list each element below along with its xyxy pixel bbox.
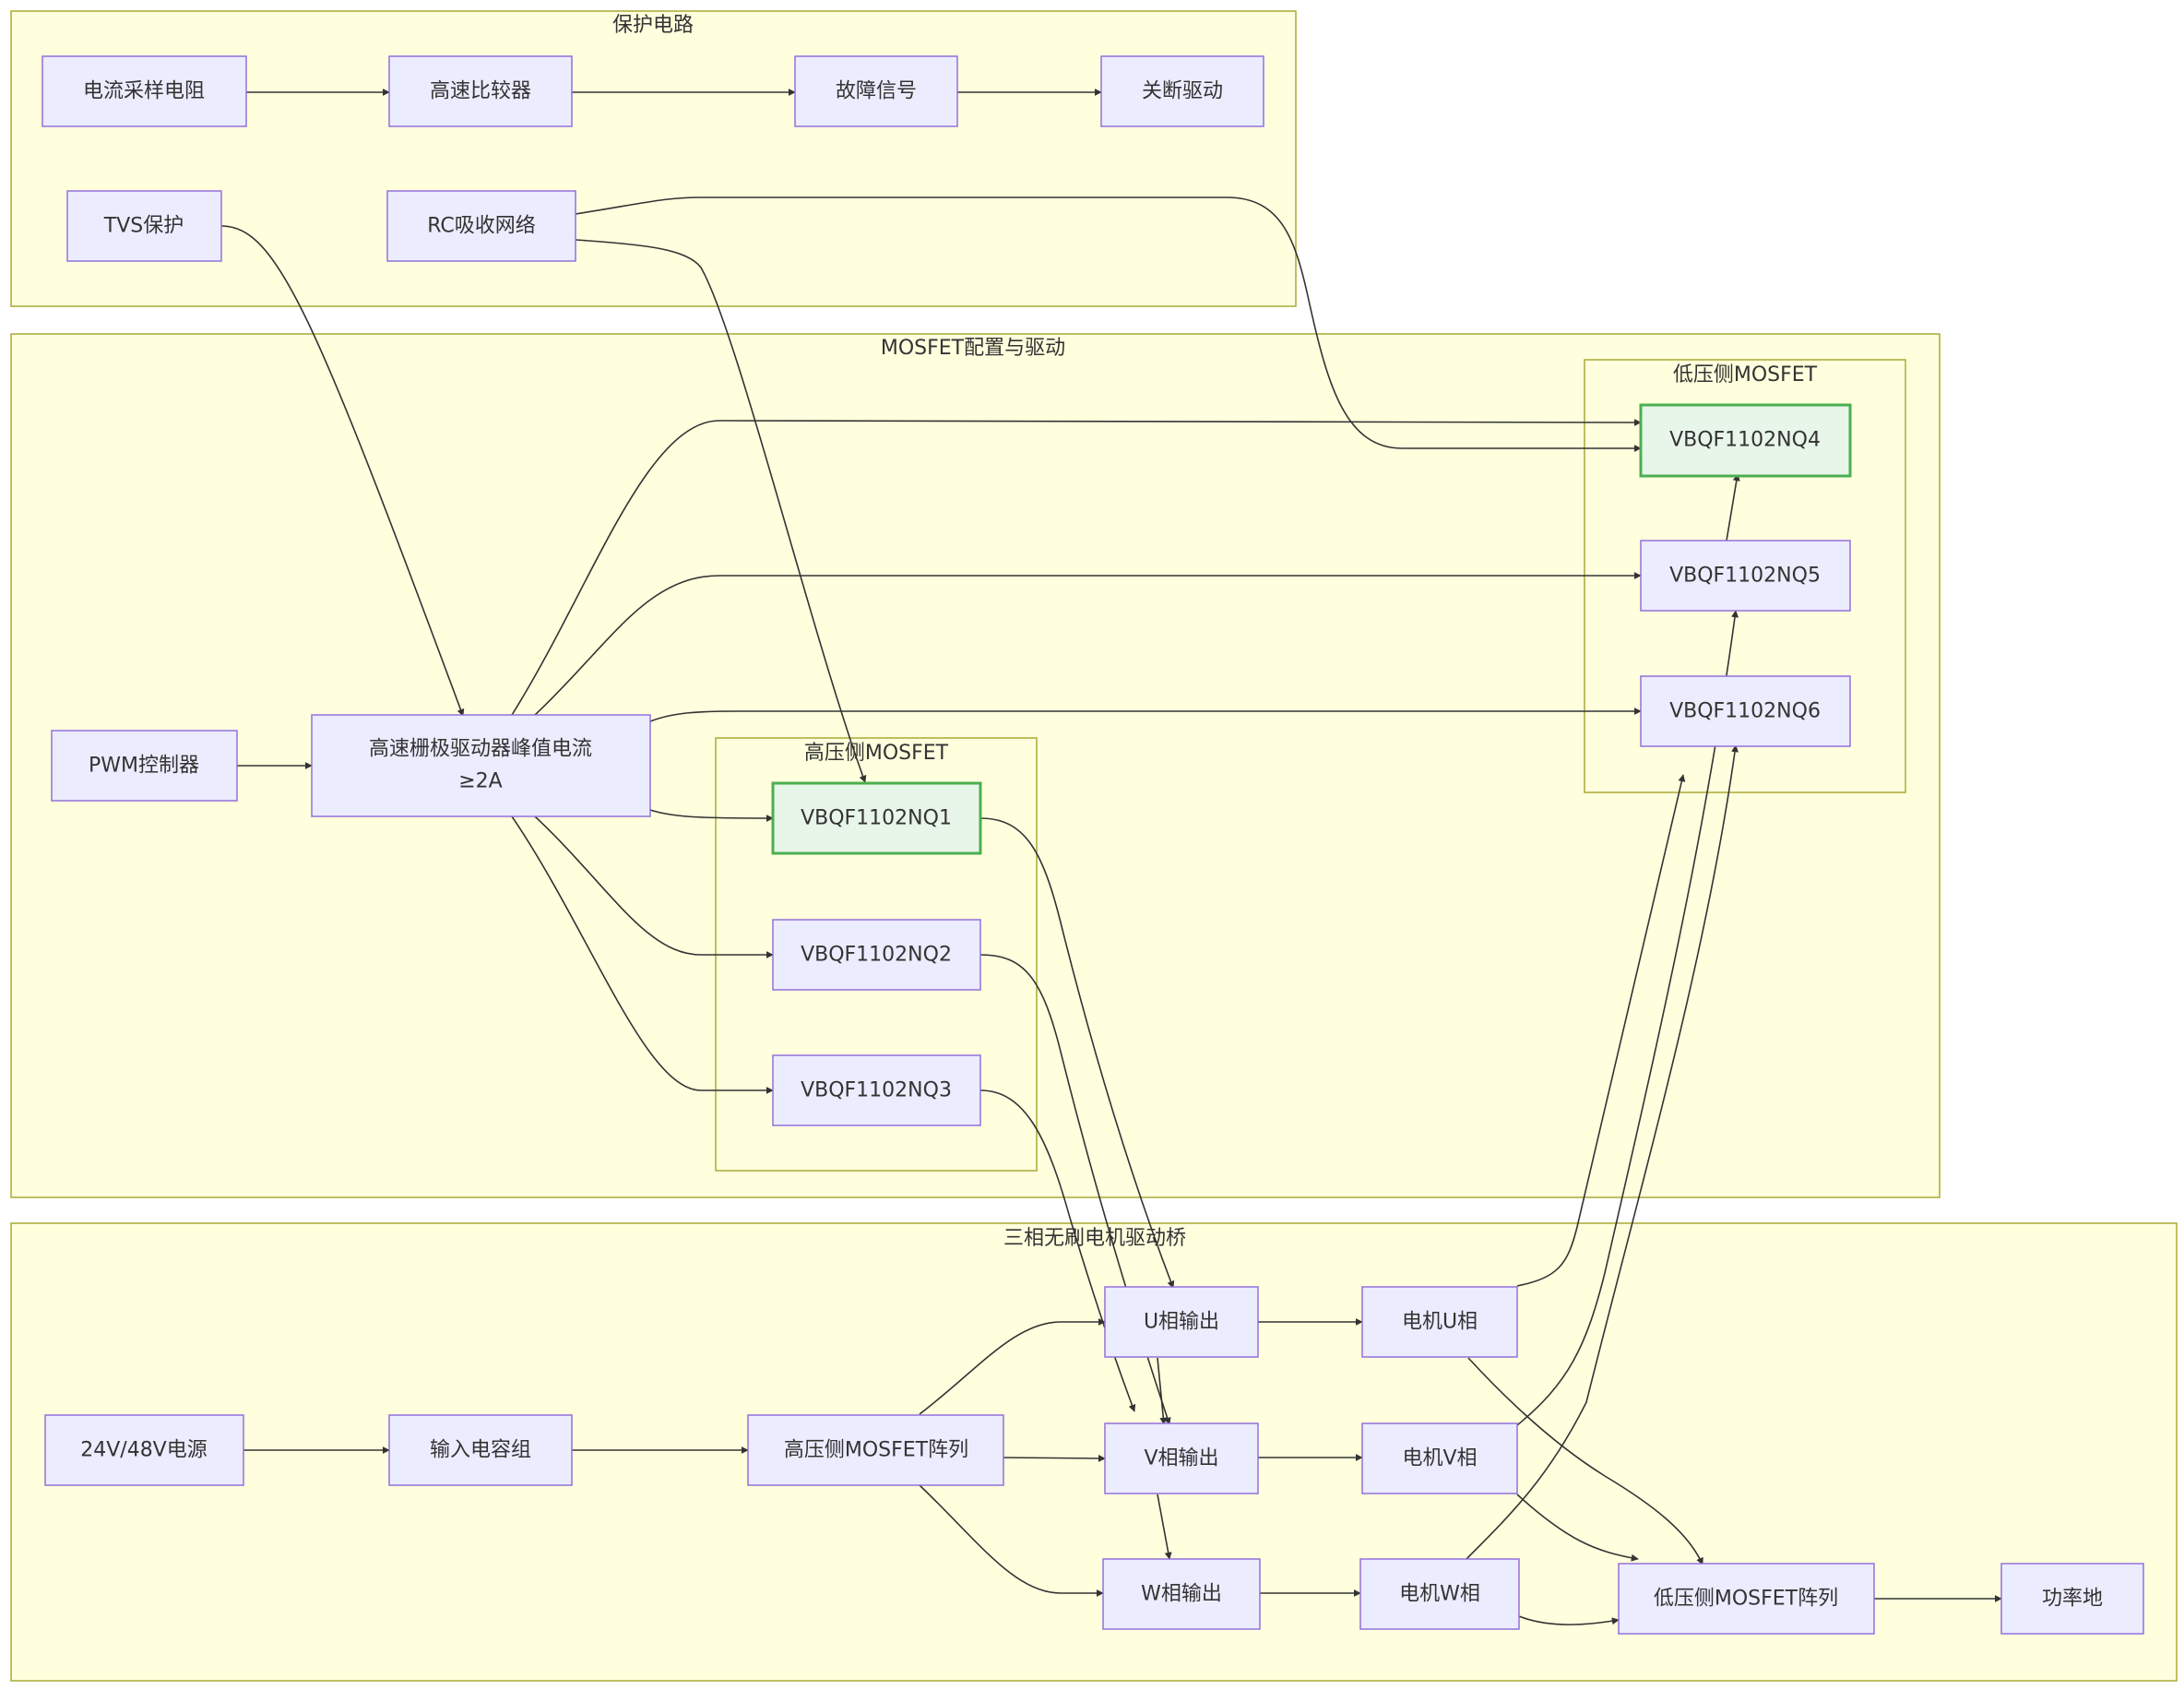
gate-driver-label-line1: 高速栅极驱动器峰值电流 bbox=[369, 738, 592, 761]
edge-hsarray-u bbox=[919, 1318, 1106, 1415]
edge-q5-q4 bbox=[1726, 473, 1740, 542]
gate-driver-node[interactable]: 高速栅极驱动器峰值电流 ≥2A bbox=[311, 714, 651, 817]
w-phase-output-node[interactable]: W相输出 bbox=[1102, 1558, 1261, 1630]
edge-driver-q1 bbox=[649, 809, 774, 822]
edge-rc-q4 bbox=[575, 196, 1642, 452]
w-phase-output-label: W相输出 bbox=[1141, 1583, 1222, 1606]
mosfet-q1-node[interactable]: VBQF1102NQ1 bbox=[771, 781, 982, 855]
power-supply-label: 24V/48V电源 bbox=[80, 1439, 208, 1462]
mosfet-q6-label: VBQF1102NQ6 bbox=[1669, 700, 1821, 723]
mosfet-q4-label: VBQF1102NQ4 bbox=[1669, 429, 1821, 452]
high-side-array-node[interactable]: 高压侧MOSFET阵列 bbox=[747, 1414, 1004, 1486]
edge-q3-w bbox=[979, 1089, 1136, 1412]
edge-v-w bbox=[1157, 1494, 1172, 1560]
edge-motoru-q6 bbox=[1516, 774, 1686, 1287]
edge-hsarray-w bbox=[919, 1484, 1104, 1597]
comparator-node[interactable]: 高速比较器 bbox=[388, 55, 573, 127]
mosfet-q2-label: VBQF1102NQ2 bbox=[801, 944, 952, 967]
mosfet-q1-label: VBQF1102NQ1 bbox=[801, 807, 952, 830]
edge-motorw-lsarray bbox=[1518, 1615, 1620, 1625]
edge-driver-q6 bbox=[649, 708, 1642, 722]
rc-snubber-node[interactable]: RC吸收网络 bbox=[386, 190, 576, 262]
gate-driver-label-line2: ≥2A bbox=[458, 770, 502, 793]
shunt-resistor-node[interactable]: 电流采样电阻 bbox=[42, 55, 247, 127]
shutdown-drive-label: 关断驱动 bbox=[1142, 80, 1223, 103]
power-ground-node[interactable]: 功率地 bbox=[2000, 1563, 2144, 1635]
edge-motoru-lsarray bbox=[1467, 1357, 1703, 1565]
rc-snubber-label: RC吸收网络 bbox=[427, 215, 536, 238]
mosfet-q5-node[interactable]: VBQF1102NQ5 bbox=[1640, 540, 1851, 612]
cluster-low-side-title: 低压侧MOSFET bbox=[1673, 363, 1818, 387]
v-phase-output-label: V相输出 bbox=[1144, 1447, 1218, 1470]
cluster-bridge-title: 三相无刷电机驱动桥 bbox=[1003, 1227, 1186, 1250]
mosfet-q5-label: VBQF1102NQ5 bbox=[1669, 565, 1821, 588]
u-phase-output-node[interactable]: U相输出 bbox=[1104, 1286, 1259, 1358]
fault-signal-node[interactable]: 故障信号 bbox=[794, 55, 958, 127]
edge-driver-q3 bbox=[511, 815, 774, 1094]
high-side-array-label: 高压侧MOSFET阵列 bbox=[784, 1439, 968, 1462]
motor-w-phase-label: 电机W相 bbox=[1399, 1583, 1480, 1606]
edge-rc-q1 bbox=[575, 239, 867, 783]
mosfet-q2-node[interactable]: VBQF1102NQ2 bbox=[772, 919, 981, 991]
edge-motorw-q6 bbox=[1466, 744, 1739, 1560]
cluster-high-side-title: 高压侧MOSFET bbox=[804, 742, 949, 765]
motor-u-phase-node[interactable]: 电机U相 bbox=[1361, 1286, 1518, 1358]
edge-driver-q5 bbox=[534, 572, 1642, 716]
mosfet-q6-node[interactable]: VBQF1102NQ6 bbox=[1640, 675, 1851, 747]
pwm-controller-label: PWM控制器 bbox=[89, 755, 199, 778]
power-ground-label: 功率地 bbox=[2042, 1588, 2103, 1611]
cluster-protection-title: 保护电路 bbox=[612, 14, 694, 37]
low-side-array-node[interactable]: 低压侧MOSFET阵列 bbox=[1618, 1563, 1875, 1635]
input-caps-node[interactable]: 输入电容组 bbox=[388, 1414, 573, 1486]
shutdown-drive-node[interactable]: 关断驱动 bbox=[1100, 55, 1264, 127]
edge-motorv-lsarray bbox=[1516, 1494, 1639, 1562]
cluster-protection: 保护电路 bbox=[10, 10, 1297, 307]
edge-tvs-driver bbox=[220, 225, 465, 717]
comparator-label: 高速比较器 bbox=[430, 80, 531, 103]
edge-motorv-q5 bbox=[1516, 610, 1739, 1426]
motor-w-phase-node[interactable]: 电机W相 bbox=[1359, 1558, 1520, 1630]
edge-u-v bbox=[1157, 1357, 1168, 1425]
motor-u-phase-label: 电机U相 bbox=[1402, 1311, 1478, 1334]
low-side-array-label: 低压侧MOSFET阵列 bbox=[1654, 1588, 1838, 1611]
edge-driver-q4 bbox=[511, 418, 1642, 716]
fault-signal-label: 故障信号 bbox=[836, 80, 917, 103]
cluster-mosfet-config-title: MOSFET配置与驱动 bbox=[881, 337, 1065, 360]
pwm-controller-node[interactable]: PWM控制器 bbox=[51, 730, 238, 802]
power-supply-node[interactable]: 24V/48V电源 bbox=[44, 1414, 244, 1486]
mosfet-q4-node[interactable]: VBQF1102NQ4 bbox=[1639, 403, 1852, 478]
edges bbox=[220, 89, 2002, 1625]
mosfet-q3-label: VBQF1102NQ3 bbox=[801, 1079, 952, 1102]
edge-q1-u bbox=[979, 817, 1175, 1289]
u-phase-output-label: U相输出 bbox=[1144, 1311, 1219, 1334]
input-caps-label: 输入电容组 bbox=[430, 1439, 531, 1462]
edge-driver-q2 bbox=[534, 815, 774, 958]
shunt-resistor-label: 电流采样电阻 bbox=[83, 80, 205, 103]
mosfet-q3-node[interactable]: VBQF1102NQ3 bbox=[772, 1054, 981, 1126]
motor-v-phase-node[interactable]: 电机V相 bbox=[1361, 1422, 1518, 1494]
tvs-protection-node[interactable]: TVS保护 bbox=[66, 190, 222, 262]
tvs-protection-label: TVS保护 bbox=[103, 215, 184, 238]
motor-v-phase-label: 电机V相 bbox=[1402, 1447, 1477, 1470]
v-phase-output-node[interactable]: V相输出 bbox=[1104, 1422, 1259, 1494]
